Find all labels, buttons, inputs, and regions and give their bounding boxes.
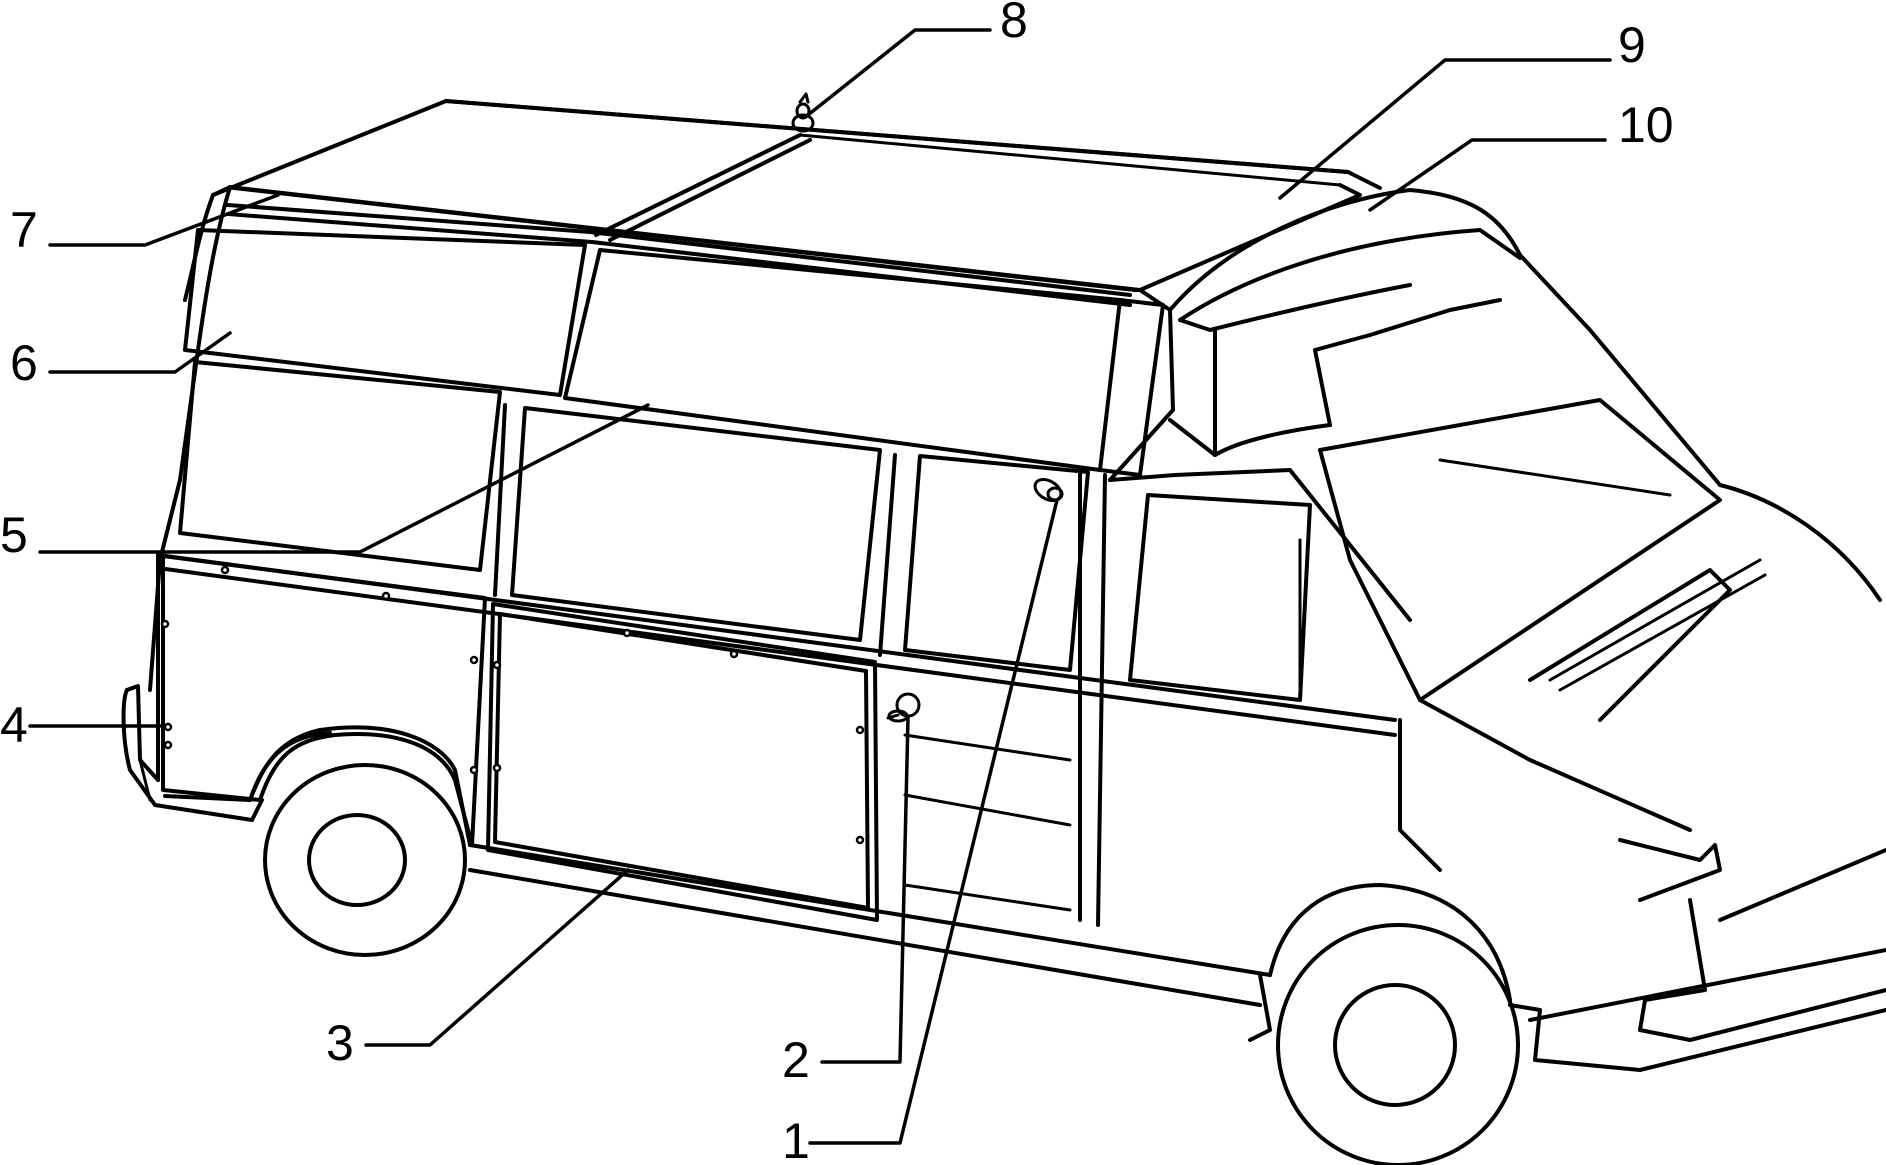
leader-7 <box>48 193 280 247</box>
roof-panels <box>226 99 1362 307</box>
callout-7: 7 <box>10 202 38 258</box>
callout-4: 4 <box>0 697 28 753</box>
callout-3: 3 <box>326 1015 354 1071</box>
callout-1: 1 <box>782 1113 810 1165</box>
callout-2: 2 <box>782 1032 810 1088</box>
leader-9 <box>1278 58 1612 200</box>
fastener-2-icon <box>886 692 921 723</box>
leader-2 <box>820 716 910 1064</box>
side-windows <box>178 360 1090 672</box>
leader-1 <box>808 498 1059 1145</box>
leader-5 <box>38 403 650 554</box>
callout-6: 6 <box>10 335 38 391</box>
callout-5: 5 <box>0 507 28 563</box>
leader-lines <box>28 28 1612 1145</box>
leader-8 <box>806 28 992 117</box>
rivets <box>160 565 865 845</box>
leader-10 <box>1368 138 1607 212</box>
callout-10: 10 <box>1618 97 1674 153</box>
leader-3 <box>364 868 630 1047</box>
fastener-1-icon <box>1033 478 1064 502</box>
van-body <box>121 99 1886 1165</box>
side-panels <box>161 554 879 922</box>
leader-6 <box>48 331 232 374</box>
fastener-8-icon <box>791 92 815 133</box>
callout-labels: 1 2 3 4 5 6 7 8 9 10 <box>0 0 1674 1165</box>
callout-9: 9 <box>1618 17 1646 73</box>
callout-8: 8 <box>1000 0 1028 48</box>
upper-windows <box>183 228 1165 477</box>
